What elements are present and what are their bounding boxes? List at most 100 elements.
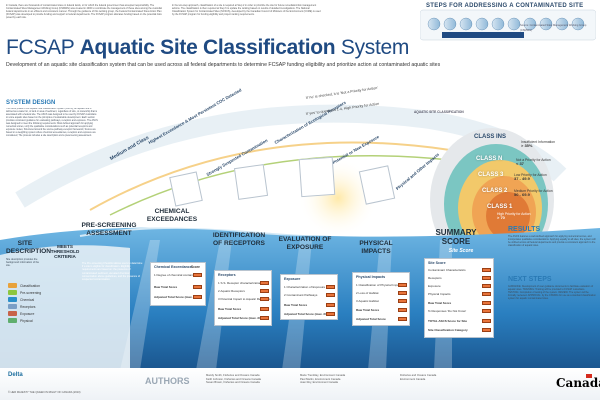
summary-score-1[interactable] bbox=[482, 268, 491, 272]
class-ins-sub: Insufficient Information > 35% bbox=[521, 140, 555, 148]
exposure-score-1[interactable] bbox=[326, 285, 335, 289]
physical-panel: Physical Impacts 1 Classification of Phy… bbox=[352, 272, 410, 326]
results-heading: RESULTS bbox=[508, 226, 541, 233]
exposure-panel-title: Exposure bbox=[284, 277, 301, 281]
chemical-row-3: Adjusted Total Score (max. 33) bbox=[154, 295, 198, 299]
summary-score-3[interactable] bbox=[482, 284, 491, 288]
author-line: Susan Brown, Fisheries and Oceans Canada bbox=[206, 381, 260, 385]
class-1-desc: High Priority for Action bbox=[497, 212, 531, 216]
receptors-score-3[interactable] bbox=[260, 297, 269, 301]
title-bold: Aquatic Site Classification bbox=[79, 36, 336, 59]
results-text: The ASCS features a well-defined approac… bbox=[508, 235, 596, 248]
class-n-score: < 37 bbox=[516, 161, 524, 166]
chemical-score-1[interactable] bbox=[193, 273, 202, 277]
physical-score-1[interactable] bbox=[398, 283, 407, 287]
physical-score-5[interactable] bbox=[398, 317, 407, 321]
site-description-text: Site description provides the background… bbox=[6, 258, 40, 268]
steps-source: Source: Contaminated Sites Management Wo… bbox=[520, 24, 587, 32]
system-design-text: The focus phase of the Aquatic Site Clas… bbox=[6, 108, 98, 137]
pre-screening-text: The Pre-screening Checklist allows users… bbox=[82, 262, 143, 282]
results-section: RESULTS The ASCS features a well-defined… bbox=[508, 226, 596, 262]
exposure-score-4[interactable] bbox=[326, 312, 335, 316]
authors-col-3: Fisheries and Oceans Canada Environment … bbox=[400, 374, 436, 381]
physical-row-5: Adjusted Total Score bbox=[356, 317, 386, 321]
author-line: Mandy Smith, Fisheries and Oceans Canada bbox=[206, 374, 260, 377]
summary-score-7[interactable] bbox=[482, 319, 491, 323]
receptors-score-4[interactable] bbox=[260, 307, 269, 311]
legend-label: Classification bbox=[20, 283, 40, 288]
legend-item: Classification bbox=[8, 282, 78, 289]
authors-label: AUTHORS bbox=[145, 376, 190, 386]
class-1-label: CLASS 1 bbox=[487, 204, 513, 210]
doc-thumb-2 bbox=[233, 164, 269, 200]
physical-score-4[interactable] bbox=[398, 308, 407, 312]
class-2-score: 50 - 69.9 bbox=[514, 192, 530, 197]
chemical-panel-title: Chemical Exceedance bbox=[154, 265, 192, 269]
receptors-score-5[interactable] bbox=[260, 316, 269, 320]
receptors-row-4: Raw Total Score bbox=[218, 307, 242, 311]
evaluation-exposure-heading: EVALUATION OF EXPOSURE bbox=[278, 236, 332, 251]
next-steps-section: NEXT STEPS GUIDANCE: Development of user… bbox=[508, 276, 596, 357]
class-n-label: CLASS N bbox=[476, 156, 503, 162]
chemical-exceedances-heading: CHEMICAL EXCEEDANCES bbox=[146, 208, 198, 223]
exposure-row-4: Adjusted Total Score (max. 33) bbox=[284, 312, 328, 316]
class-ins-desc: Insufficient Information bbox=[521, 140, 556, 144]
receptors-row-3: 3 Potential Impact to Aquatic Receptors bbox=[218, 297, 271, 301]
legend-swatch bbox=[8, 283, 17, 288]
summary-row-6: % Responses 'Do Not Know' bbox=[428, 309, 467, 313]
authors-col-1: Mandy Smith, Fisheries and Oceans Canada… bbox=[206, 374, 261, 385]
title-lead: FCSAP bbox=[6, 36, 75, 59]
exposure-row-1: 1 Characterization of Exposure bbox=[284, 285, 326, 289]
summary-score-6[interactable] bbox=[482, 309, 491, 313]
exposure-score-2[interactable] bbox=[326, 293, 335, 297]
summary-score-2[interactable] bbox=[482, 276, 491, 280]
delta-logo: Delta bbox=[8, 372, 23, 378]
summary-row-8: Site Classification Category bbox=[428, 328, 468, 332]
class-2-desc: Medium Priority for Action bbox=[514, 189, 553, 193]
physical-score-3[interactable] bbox=[398, 299, 407, 303]
copyright: © HER MAJESTY THE QUEEN IN RIGHT OF CANA… bbox=[8, 391, 81, 394]
author-line: Environment Canada bbox=[400, 377, 426, 381]
legend-swatch bbox=[8, 304, 17, 309]
chemical-score-2[interactable] bbox=[193, 285, 202, 289]
steps-title: STEPS FOR ADDRESSING A CONTAMINATED SITE bbox=[426, 3, 584, 9]
meets-criteria-heading: MEETS THRESHOLD CRITERIA bbox=[50, 244, 80, 260]
summary-row-5: Raw Total Score bbox=[428, 301, 452, 305]
exposure-score-3[interactable] bbox=[326, 303, 335, 307]
summary-score-8[interactable] bbox=[482, 328, 491, 332]
authors-col-2: Marie Tremblay, Environment Canada Paul … bbox=[300, 374, 345, 385]
physical-row-4: Raw Total Score bbox=[356, 308, 380, 312]
chemical-row-2: Raw Total Score bbox=[154, 285, 178, 289]
site-score-subheading: Site Score bbox=[448, 248, 474, 254]
class-ins-label: CLASS INS bbox=[474, 134, 507, 140]
chemical-score-3[interactable] bbox=[193, 295, 202, 299]
summary-score-4[interactable] bbox=[482, 292, 491, 296]
legend-swatch bbox=[8, 318, 17, 323]
summary-row-7: TOTAL ASCS Score for Site bbox=[428, 319, 468, 323]
intro-text: In Canada, there are thousands of contam… bbox=[6, 4, 162, 19]
legend-item: Pre-screening bbox=[8, 289, 78, 296]
summary-score-5[interactable] bbox=[482, 301, 491, 305]
legend-item: Exposure bbox=[8, 310, 78, 317]
legend-swatch bbox=[8, 297, 17, 302]
doc-thumb-1 bbox=[169, 171, 203, 207]
physical-score-2[interactable] bbox=[398, 291, 407, 295]
physical-panel-title: Physical Impacts bbox=[356, 275, 386, 279]
receptors-score-1[interactable] bbox=[260, 281, 269, 285]
legend: Classification Pre-screening Chemical Re… bbox=[8, 282, 78, 324]
summary-row-4: Physical Impacts bbox=[428, 292, 451, 296]
receptors-score-2[interactable] bbox=[260, 289, 269, 293]
chemical-row-1: 1 Degree of chemical contamination bbox=[154, 273, 202, 277]
identification-receptors-heading: IDENTIFICATION OF RECEPTORS bbox=[212, 232, 266, 247]
chemical-panel-score-col: Score bbox=[191, 265, 200, 269]
pre-screening-heading: PRE-SCREENING ASSESSMENT bbox=[81, 222, 137, 237]
legend-label: Receptors bbox=[20, 304, 36, 309]
page-title: FCSAP Aquatic Site Classification System bbox=[6, 36, 409, 60]
aquatic-site-classification-label: AQUATIC SITE CLASSIFICATION bbox=[414, 110, 464, 114]
exposure-row-3: Raw Total Score bbox=[284, 303, 308, 307]
system-design-heading: SYSTEM DESIGN bbox=[6, 100, 56, 106]
legend-item: Physical bbox=[8, 317, 78, 324]
receptors-panel-title: Receptors bbox=[218, 273, 236, 277]
author-line: Fisheries and Oceans Canada bbox=[400, 374, 437, 377]
subtitle: Development of an aquatic site classific… bbox=[6, 62, 441, 68]
